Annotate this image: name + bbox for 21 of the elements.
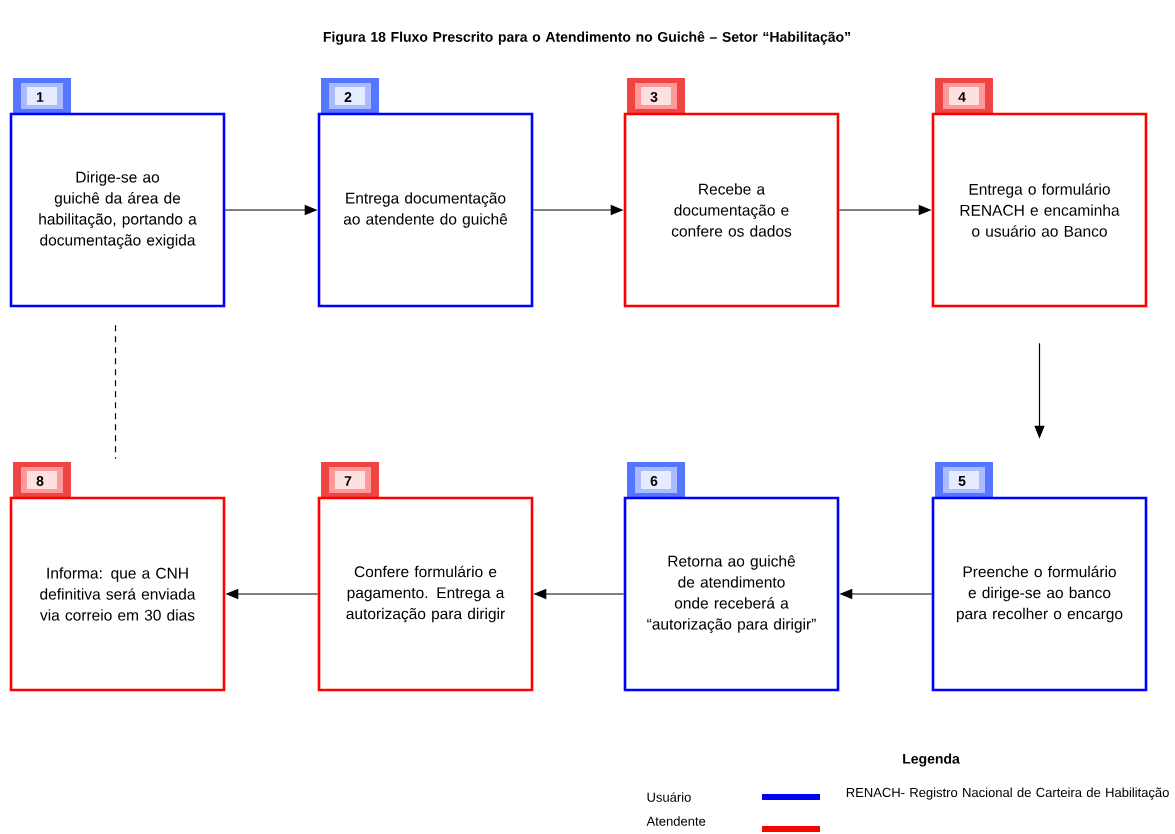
step-box: Preenche o formulário e dirige-se ao banco para recolher o encargo	[931, 496, 1148, 692]
step-box: Entrega documentação ao atendente do guichê	[317, 112, 534, 308]
number-tab: 8	[13, 462, 71, 498]
number-tab: 1	[13, 78, 71, 114]
step-box: Entrega o formulário RENACH e encaminha o usuário ao Banco	[931, 112, 1148, 308]
number-tab: 5	[935, 462, 993, 498]
legend-label: Atendente	[646, 816, 706, 826]
step-box: Informa: que a CNH definitiva será enviada via correio em 30 dias	[9, 496, 226, 692]
note: RENACH- Registro Nacional de Carteira de Habilitação	[846, 787, 1169, 800]
number-tab: 3	[627, 78, 685, 114]
number-tab: 2	[321, 78, 379, 114]
step-box: Confere formulário e pagamento. Entrega a autorização para dirigir	[317, 496, 534, 692]
title: Figura 18 Fluxo Prescrito para o Atendimento no Guichê – Setor “Habilitação”	[323, 31, 851, 45]
number-tab: 4	[935, 78, 993, 114]
step-box: Retorna ao guichê de atendimento onde receberá a “autorização para dirigir”	[623, 496, 840, 692]
legend-label: Usuário	[647, 792, 691, 802]
step-box: Dirige-se ao guichê da área de habilitação, portando a documentação exigida	[9, 112, 226, 308]
legend-title: Legenda	[903, 753, 960, 767]
number-tab: 7	[321, 462, 379, 498]
number-tab: 6	[627, 462, 685, 498]
step-box: Recebe a documentação e confere os dados	[623, 112, 840, 308]
